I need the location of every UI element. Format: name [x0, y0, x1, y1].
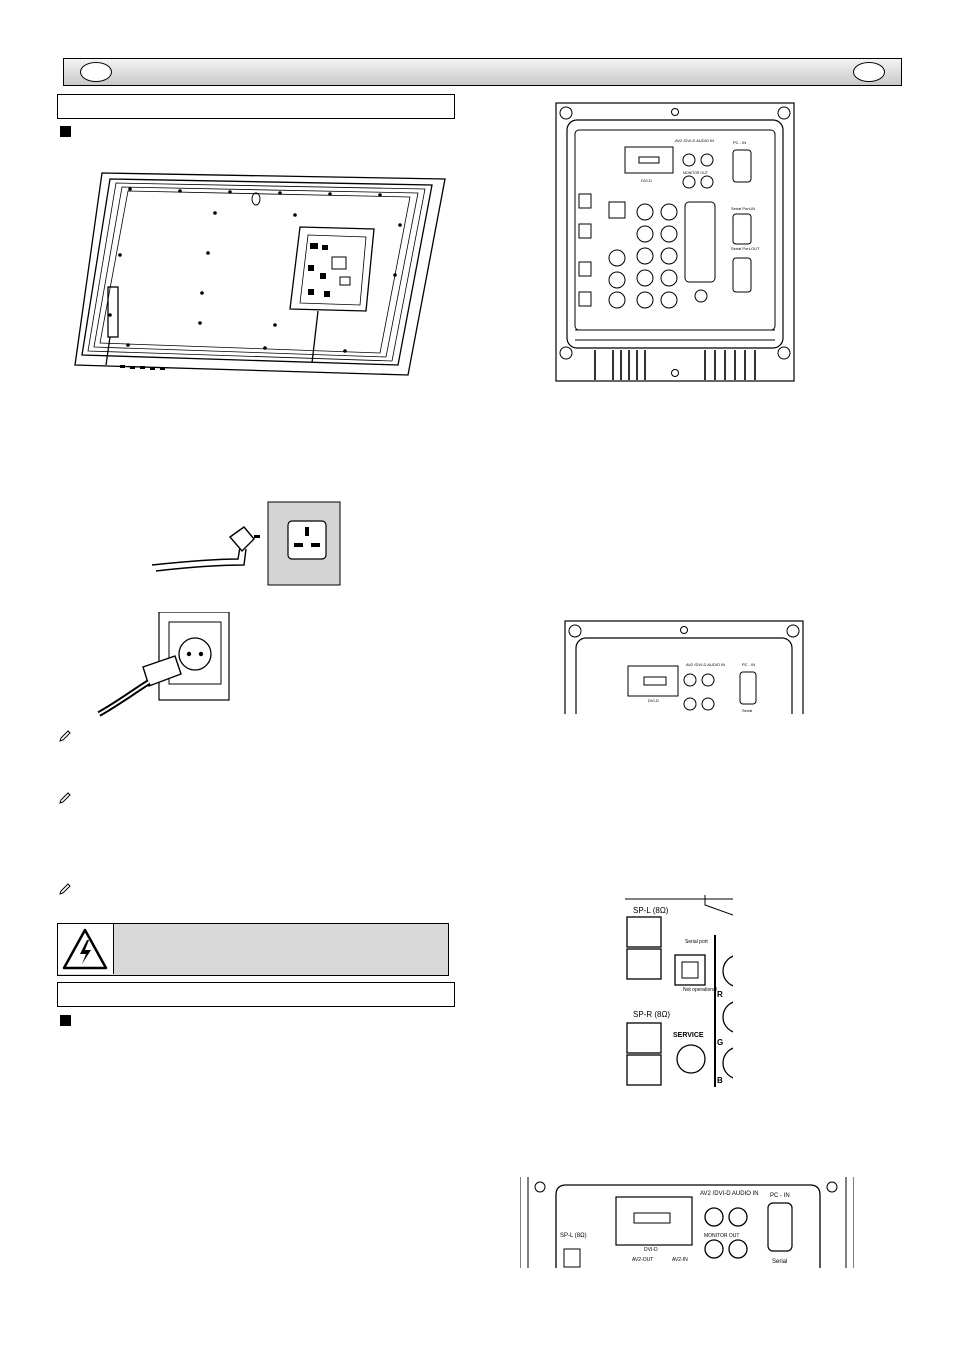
- connection-panel-detail-speaker: SP-L (8Ω) SP-R (8Ω) SERVICE Serial port …: [625, 895, 733, 1087]
- bullet-square-2: [60, 1015, 71, 1026]
- page-header-bar: [63, 58, 902, 86]
- panel-label-av2-dvi-audio-in: AV2 /DVI-D AUDIO IN: [675, 138, 714, 143]
- panel3-label-r: R: [717, 990, 723, 999]
- panel2-label-serial: Serial: [742, 708, 752, 713]
- uk-plug-socket-illustration: [151, 501, 341, 586]
- bullet-square-1: [60, 126, 71, 137]
- panel4-label-pc-in: PC - IN: [770, 1193, 790, 1199]
- panel3-label-sp-r: SP-R (8Ω): [633, 1010, 670, 1019]
- high-voltage-icon: [62, 928, 108, 970]
- connection-panel-detail-top: AV2 /DVI-D AUDIO IN PC - IN DVI-D Serial: [564, 620, 804, 714]
- panel3-label-serial-port: Serial port: [685, 939, 708, 945]
- panel4-label-monitor-out: MONITOR OUT: [704, 1233, 739, 1239]
- panel4-label-sp-l: SP-L (8Ω): [560, 1233, 587, 1239]
- note-pencil-icon-1: [59, 730, 71, 742]
- panel3-label-g: G: [717, 1038, 723, 1047]
- note-pencil-icon-3: [59, 883, 71, 895]
- panel-label-serial-port-in: Serial Port-IN: [731, 206, 755, 211]
- panel4-label-av2-out: AV2-OUT: [632, 1257, 653, 1263]
- panel-label-serial-port-out: Serial Port-OUT: [731, 246, 760, 251]
- panel2-label-dvi-d: DVI-D: [648, 698, 659, 703]
- panel2-label-av2-dvi-audio-in: AV2 /DVI-D AUDIO IN: [686, 662, 725, 667]
- language-badge-right: [853, 62, 885, 82]
- section-title-box-1: [57, 94, 455, 119]
- panel3-label-service: SERVICE: [673, 1032, 704, 1039]
- panel4-label-dvi-d: DVI-D: [644, 1247, 658, 1253]
- connection-panel-full: AV2 /DVI-D AUDIO IN PC - IN DVI-D MONITO…: [555, 102, 795, 382]
- note-pencil-icon-2: [59, 792, 71, 804]
- panel3-label-b: B: [717, 1076, 723, 1085]
- panel-label-monitor-out: MONITOR OUT: [683, 171, 709, 175]
- euro-plug-socket-illustration: [97, 612, 230, 717]
- panel3-label-not-operational: Not operational: [683, 987, 717, 993]
- connection-panel-detail-bottom: AV2 /DVI-D AUDIO IN PC - IN DVI-D MONITO…: [520, 1177, 854, 1268]
- section-title-box-2: [57, 982, 455, 1007]
- panel3-label-sp-l: SP-L (8Ω): [633, 906, 669, 915]
- panel4-label-av2-in: AV2-IN: [672, 1257, 688, 1263]
- tv-rear-illustration: [74, 172, 446, 376]
- panel-label-pc-in: PC - IN: [733, 140, 746, 145]
- language-badge-left: [80, 62, 112, 82]
- panel-label-dvi-d: DVI-D: [641, 178, 652, 183]
- panel2-label-pc-in: PC - IN: [742, 662, 755, 667]
- warning-icon-cell: [58, 924, 114, 974]
- panel4-label-av2-dvi-audio-in: AV2 /DVI-D AUDIO IN: [700, 1191, 759, 1197]
- panel4-label-serial: Serial: [772, 1259, 787, 1265]
- warning-box: [57, 923, 449, 976]
